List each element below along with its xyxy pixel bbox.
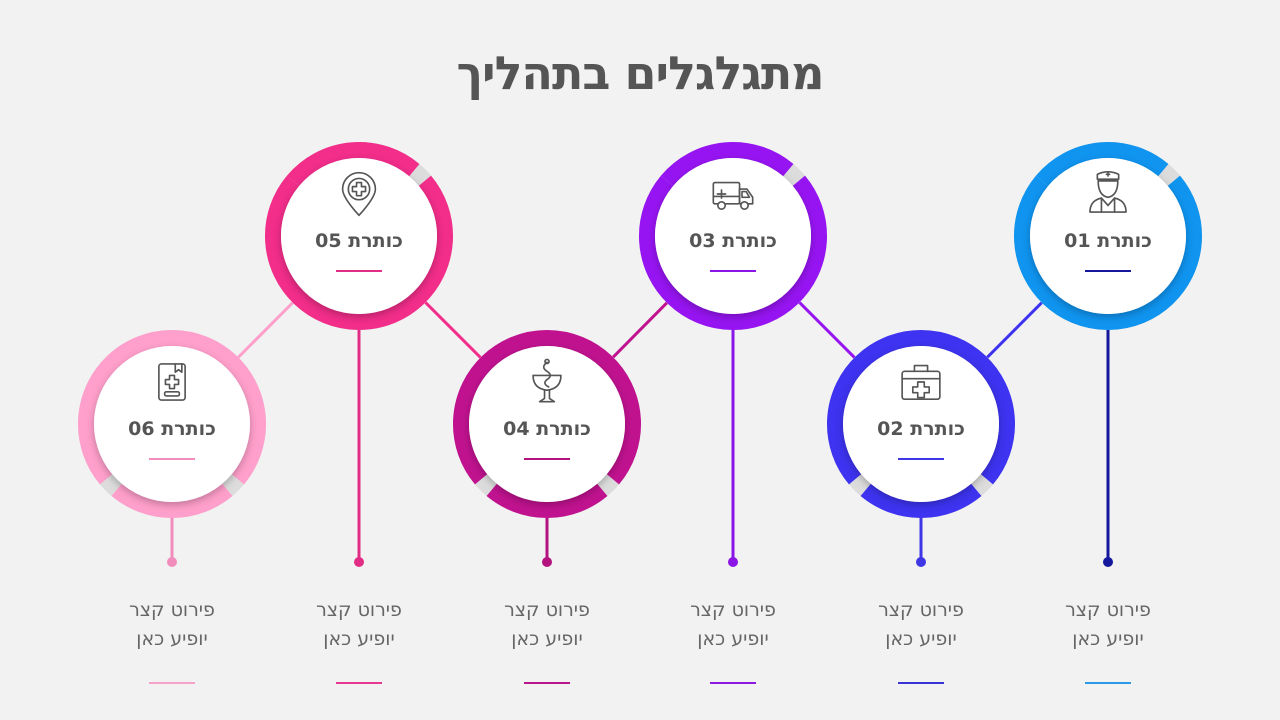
step-description: פירוט קצר יופיע כאן: [821, 596, 1021, 654]
ring-segment: [78, 330, 266, 485]
connector-line: [986, 301, 1043, 359]
ring-segment: [860, 483, 982, 518]
desc-line: יופיע כאן: [885, 628, 957, 650]
ring-segment: [1035, 142, 1169, 187]
step-node-6: [78, 330, 266, 518]
desc-line: יופיע כאן: [136, 628, 208, 650]
desc-line: פירוט קצר: [316, 599, 402, 621]
step-node-5: [265, 142, 453, 330]
stem-dot: [728, 557, 738, 567]
step-node-3: [639, 142, 827, 330]
desc-line: יופיע כאן: [511, 628, 583, 650]
stem-dot: [542, 557, 552, 567]
step-description: פירוט קצר יופיע כאן: [72, 596, 272, 654]
ring-segment: [286, 142, 420, 187]
step-heading: כותרת 01: [1064, 230, 1152, 252]
ring-segment: [1014, 175, 1202, 330]
ring-segment: [639, 175, 827, 330]
step-description: פירוט קצר יופיע כאן: [1008, 596, 1208, 654]
connector-line: [237, 301, 294, 359]
desc-line: פירוט קצר: [1065, 599, 1151, 621]
ring-segment: [660, 142, 794, 187]
ring-segment: [265, 175, 453, 330]
ring-segment: [827, 330, 1015, 485]
stem-dot: [167, 557, 177, 567]
medical-location-pin-icon: [341, 171, 377, 217]
step-disc: [1030, 158, 1186, 314]
ring-segment: [453, 330, 641, 485]
step-heading: כותרת 02: [877, 418, 965, 440]
desc-line: יופיע כאן: [323, 628, 395, 650]
desc-line: יופיע כאן: [1072, 628, 1144, 650]
stem-dot: [916, 557, 926, 567]
doctor-icon: [1089, 171, 1127, 213]
ring-segment: [486, 483, 608, 518]
step-description: פירוט קצר יופיע כאן: [259, 596, 459, 654]
step-disc: [469, 346, 625, 502]
medical-book-icon: [158, 363, 186, 401]
connector-line: [424, 301, 482, 359]
stem-dot: [1103, 557, 1113, 567]
desc-line: פירוט קצר: [129, 599, 215, 621]
connector-line: [612, 301, 668, 359]
step-disc: [281, 158, 437, 314]
step-node-1: [1014, 142, 1202, 330]
desc-line: פירוט קצר: [878, 599, 964, 621]
desc-line: יופיע כאן: [697, 628, 769, 650]
step-node-2: [827, 330, 1015, 518]
desc-line: פירוט קצר: [504, 599, 590, 621]
step-heading: כותרת 03: [689, 230, 777, 252]
stem-dot: [354, 557, 364, 567]
step-description: פירוט קצר יופיע כאן: [447, 596, 647, 654]
ambulance-icon: [712, 181, 754, 210]
step-disc: [655, 158, 811, 314]
page-title: מתגלגלים בתהליך: [456, 46, 824, 100]
step-heading: כותרת 04: [503, 418, 591, 440]
step-disc: [94, 346, 250, 502]
step-node-4: [453, 330, 641, 518]
step-heading: כותרת 06: [128, 418, 216, 440]
connector-line: [798, 301, 856, 359]
desc-line: פירוט קצר: [690, 599, 776, 621]
ring-segment: [111, 483, 233, 518]
step-description: פירוט קצר יופיע כאן: [633, 596, 833, 654]
pharmacy-bowl-icon: [532, 358, 562, 403]
step-heading: כותרת 05: [315, 230, 403, 252]
first-aid-kit-icon: [901, 364, 941, 401]
step-disc: [843, 346, 999, 502]
